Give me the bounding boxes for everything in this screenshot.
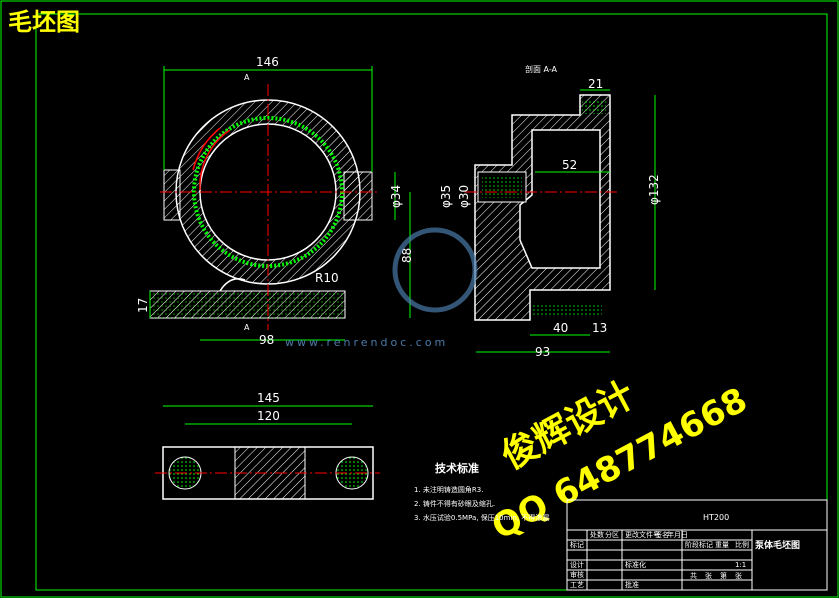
section-base-machining: [532, 305, 602, 317]
tb-header-0: 处数: [590, 530, 604, 539]
dim-phi34: φ34: [389, 185, 403, 208]
dim-146: 146: [256, 55, 279, 69]
dim-98: 98: [259, 333, 274, 347]
section-top-machining: [582, 100, 606, 114]
tb-row-label-0: 标记: [570, 540, 584, 549]
front-view: 146 φ34 88 R10 17 98 A A: [136, 55, 414, 347]
tech-item-3: 3. 水压试验0.5MPa, 保压10min, 不得渗漏: [414, 513, 549, 522]
section-view: 剖面 A-A 21 52 φ132 φ35 φ30 40 13 93: [439, 64, 661, 359]
tech-item-1: 1. 未注明铸造圆角R3.: [414, 485, 483, 494]
dim-52: 52: [562, 158, 577, 172]
dim-13: 13: [592, 321, 607, 335]
tb-bottom-1: 张: [705, 571, 712, 580]
tb-stage-2: 比例: [735, 540, 749, 549]
tech-title: 技术标准: [435, 461, 479, 475]
front-base-machining: [150, 291, 345, 318]
watermark-logo: [392, 227, 478, 313]
bottom-view: 145 120: [155, 391, 380, 500]
watermark-site: www.renrendoc.com: [285, 336, 448, 349]
dim-phi132: φ132: [647, 174, 661, 205]
title-block-frame: [566, 499, 828, 591]
tb-header-1: 分区: [605, 530, 619, 539]
drawing-title: 毛坯图: [8, 8, 80, 36]
dim-17: 17: [136, 298, 150, 313]
title-block: HT200 泵体毛坯图 标记 设计 审核 工艺 处数 分区 更改文件号 签名 年…: [566, 499, 828, 591]
tb-mid-1: 批准: [625, 580, 639, 589]
tb-part-name: 泵体毛坯图: [755, 539, 800, 551]
front-fillet: [219, 278, 246, 292]
dim-phi35: φ35: [439, 185, 453, 208]
tb-bottom-0: 共: [690, 571, 697, 580]
tb-stage-1: 重量: [715, 541, 729, 549]
section-cavity: [519, 129, 601, 269]
tb-bottom-2: 第: [720, 571, 727, 580]
view-marker-bottom: A: [244, 323, 250, 332]
view-marker-top: A: [244, 73, 250, 82]
tb-mid-0: 标准化: [625, 560, 646, 569]
dim-21: 21: [588, 77, 603, 91]
dim-93: 93: [535, 345, 550, 359]
tb-stage-0: 阶段标记: [685, 540, 713, 549]
tb-header-4: 年月日: [667, 530, 688, 539]
tb-scale: 1:1: [735, 561, 746, 569]
tb-header-2: 更改文件号: [625, 530, 660, 539]
dim-88: 88: [400, 248, 414, 263]
front-red-arc: [199, 129, 231, 191]
inner-frame: [35, 13, 828, 591]
dim-145: 145: [257, 391, 280, 405]
tech-requirements: 技术标准 1. 未注明铸造圆角R3. 2. 铸件不得有砂眼及缩孔. 3. 水压试…: [414, 461, 549, 522]
dim-120: 120: [257, 409, 280, 423]
tb-row-label-1: 设计: [570, 560, 584, 569]
section-bore-machining: [482, 176, 522, 198]
section-label: 剖面 A-A: [525, 64, 558, 74]
tb-row-label-3: 工艺: [570, 581, 584, 589]
dim-40: 40: [553, 321, 568, 335]
tech-item-2: 2. 铸件不得有砂眼及缩孔.: [414, 499, 495, 508]
tb-material: HT200: [703, 513, 729, 522]
tb-row-label-2: 审核: [570, 570, 584, 579]
dim-r10: R10: [315, 271, 339, 285]
dim-phi30: φ30: [457, 185, 471, 208]
tb-header-3: 签名: [655, 530, 669, 539]
tb-bottom-3: 张: [735, 571, 742, 580]
front-red-arc-outer: [192, 127, 221, 171]
